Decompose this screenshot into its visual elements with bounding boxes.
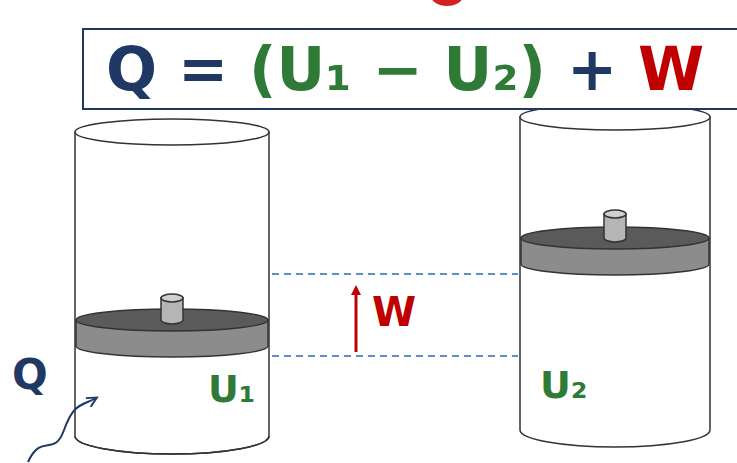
level-line [272,273,518,275]
internal-energy-label: U₂ [540,366,588,404]
work-label: W [372,292,416,332]
formula-text: Q = (U₁ − U₂) + W [106,39,704,99]
red-mark [431,0,463,6]
internal-energy-label: U₁ [208,370,256,408]
formula-box: Q = (U₁ − U₂) + W [82,28,737,110]
work-arrow [355,290,358,352]
heat-arrow [28,398,96,462]
heat-label: Q [12,354,48,396]
cylinder-left [75,119,269,454]
cylinder-right [520,104,710,447]
level-line [272,355,518,357]
